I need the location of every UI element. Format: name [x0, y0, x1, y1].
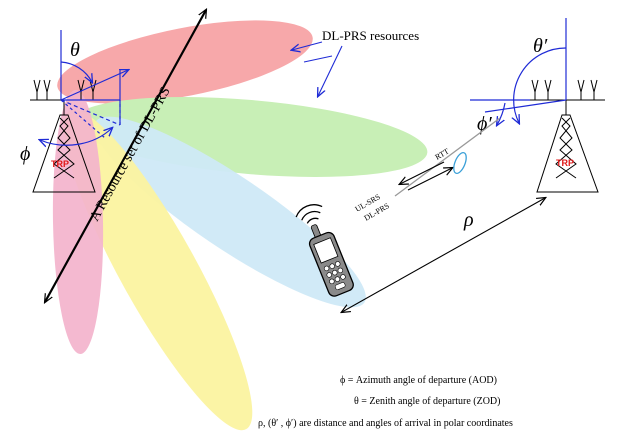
- theta-label: θ: [70, 39, 80, 61]
- phi-prime-label: ϕ′: [477, 113, 492, 135]
- trp-label-right: TRP: [556, 158, 574, 168]
- right-angle-geometry: [470, 18, 567, 125]
- phi-label: ϕ: [20, 143, 30, 165]
- trp-label-left: TRP: [51, 159, 69, 169]
- rtt-label: RTT: [434, 147, 451, 162]
- rtt-ring: [453, 151, 467, 175]
- mobile-phone-icon: [295, 204, 354, 297]
- dl-prs-arrow: [400, 161, 445, 184]
- trp-signal-line: [394, 117, 501, 197]
- ul-srs-arrow: [407, 168, 452, 191]
- theta-prime-label: θ′: [533, 35, 548, 57]
- cell-tower-icon: [528, 79, 605, 193]
- resource-set-axis: [45, 10, 206, 302]
- rho-label: ρ: [463, 209, 474, 231]
- rho-distance-line: [342, 198, 545, 312]
- legend-polar: ρ, (θ′ , ϕ′) are distance and angles of …: [258, 418, 513, 429]
- dl-prs-callout-arrows: [292, 41, 343, 96]
- legend-zod: θ = Zenith angle of departure (ZOD): [354, 396, 500, 407]
- legend-aod: ϕ = Azimuth angle of departure (AOD): [340, 375, 497, 386]
- dl-prs-resources-label: DL-PRS resources: [322, 28, 419, 43]
